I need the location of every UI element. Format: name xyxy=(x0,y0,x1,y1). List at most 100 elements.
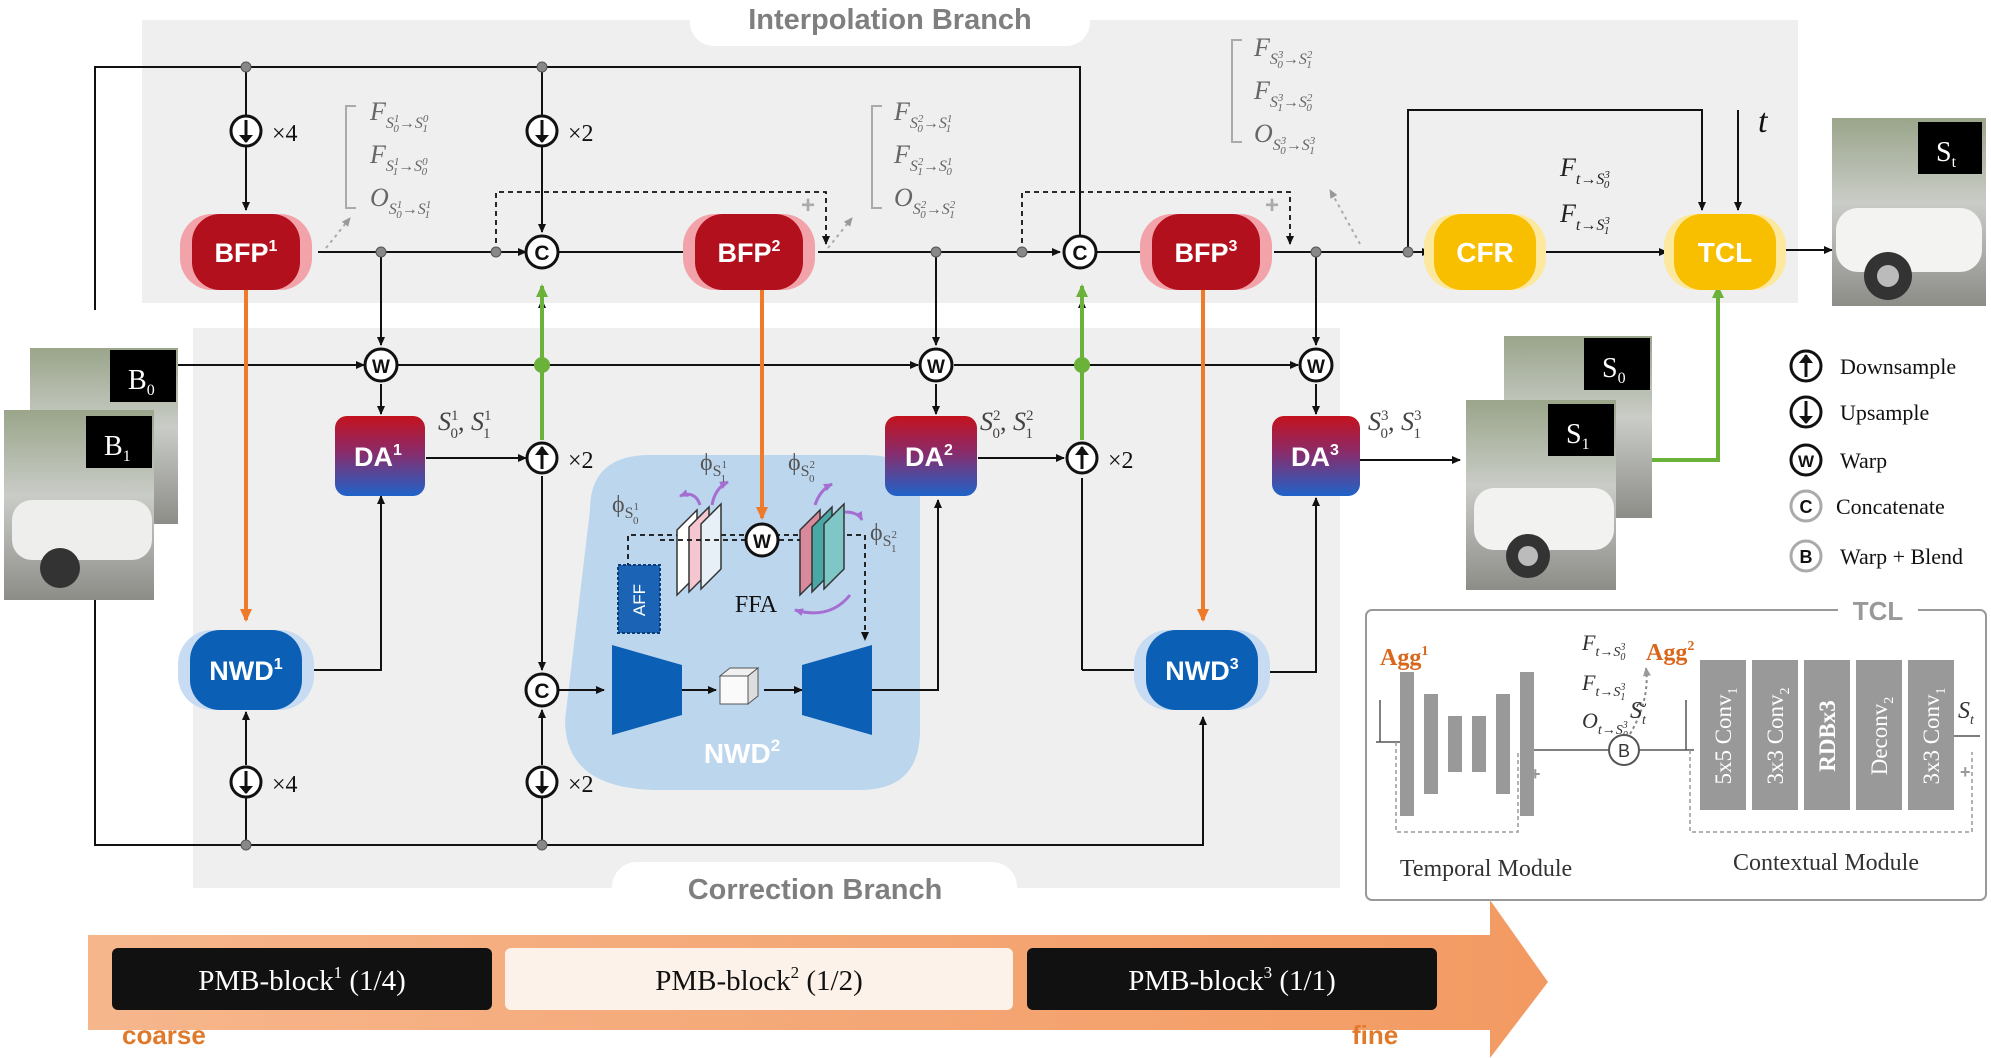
svg-text:Ft→S31: Ft→S31 xyxy=(1581,670,1625,703)
legend-blend-icon: B xyxy=(1789,539,1823,573)
output-frame-st: St xyxy=(1832,118,1986,306)
svg-text:C: C xyxy=(1800,497,1813,517)
svg-text:B: B xyxy=(1800,547,1813,567)
svg-text:BFP2: BFP2 xyxy=(718,238,781,268)
scale-x2-up1: ×2 xyxy=(568,448,594,474)
scale-x4-top: ×4 xyxy=(272,121,298,147)
plus-2: + xyxy=(1265,192,1279,219)
tcl-panel-title: TCL xyxy=(1853,596,1904,626)
svg-text:S1: S1 xyxy=(1566,419,1590,453)
scale-x2-top: ×2 xyxy=(568,121,594,147)
downsample-x2-bottom xyxy=(525,765,559,799)
concat-1: C xyxy=(524,234,560,270)
legend-downsample-icon xyxy=(1789,349,1823,383)
concat-2: C xyxy=(1062,234,1098,270)
blur-frame-b1: B1 xyxy=(4,410,154,600)
legend: Downsample Upsample W Warp C Concatenate… xyxy=(1789,349,1963,573)
svg-text:Ft→S30: Ft→S30 xyxy=(1559,153,1610,191)
svg-text:S0: S0 xyxy=(1602,353,1626,387)
svg-text:AFF: AFF xyxy=(630,584,649,616)
da2-module: DA2 xyxy=(885,416,977,496)
warp-3: W xyxy=(1298,347,1334,383)
svg-text:DA1: DA1 xyxy=(354,442,402,472)
decoder xyxy=(802,645,872,735)
downsample-x4-bottom xyxy=(229,765,263,799)
pmb-arrow: PMB-block1 (1/4) PMB-block2 (1/2) PMB-bl… xyxy=(88,900,1548,1058)
concat-3: C xyxy=(524,672,560,708)
svg-text:Ft→S30: Ft→S30 xyxy=(1581,630,1625,663)
correction-branch-label: Correction Branch xyxy=(688,874,943,906)
tcl-module: TCL xyxy=(1664,214,1786,290)
svg-text:PMB-block1 (1/4): PMB-block1 (1/4) xyxy=(198,963,405,997)
interpolation-branch-label: Interpolation Branch xyxy=(748,4,1032,36)
contextual-layers xyxy=(1700,660,1954,810)
temporal-module-label: Temporal Module xyxy=(1400,856,1572,882)
upsample-x2-2 xyxy=(1065,441,1099,475)
svg-text:NWD1: NWD1 xyxy=(209,656,282,686)
pmb-block-2 xyxy=(505,948,1013,1010)
svg-text:St: St xyxy=(1936,137,1957,171)
tcl-plus-1: + xyxy=(1530,764,1541,784)
scale-x4-bottom: ×4 xyxy=(272,772,298,798)
feature-stack-right xyxy=(799,502,845,597)
legend-warp-blend: Warp + Blend xyxy=(1840,544,1963,569)
plus-1: + xyxy=(801,192,815,219)
agg1-label: Agg1 xyxy=(1380,644,1428,671)
svg-text:CFR: CFR xyxy=(1456,237,1514,268)
bfp1-module: BFP1 xyxy=(180,214,312,290)
encoder xyxy=(612,645,682,735)
agg2-label: Agg2 xyxy=(1646,639,1694,666)
svg-text:Deconv2: Deconv2 xyxy=(1867,697,1897,776)
scale-x2-bottom: ×2 xyxy=(568,772,594,798)
svg-text:BFP3: BFP3 xyxy=(1175,238,1238,268)
svg-text:C: C xyxy=(534,680,549,703)
sharp-frame-s1: S1 xyxy=(1466,400,1616,590)
scale-x2-up2: ×2 xyxy=(1108,448,1134,474)
svg-text:W: W xyxy=(1307,357,1325,378)
nwd2-label: NWD2 xyxy=(704,736,780,769)
tcl-plus-2: + xyxy=(1960,762,1971,782)
svg-text:S10, S11: S10, S11 xyxy=(438,407,491,442)
svg-text:DA2: DA2 xyxy=(905,442,953,472)
bfp2-module: BFP2 xyxy=(683,214,815,290)
svg-text:W: W xyxy=(753,532,771,553)
legend-concat-icon: C xyxy=(1789,489,1823,523)
bottleneck-cube xyxy=(718,666,760,706)
svg-text:W: W xyxy=(1798,452,1815,471)
legend-downsample: Downsample xyxy=(1840,354,1956,379)
aff-block: AFF xyxy=(617,564,661,634)
warp-ffa: W xyxy=(744,522,780,558)
coarse-label: coarse xyxy=(122,1020,206,1050)
svg-text:B0: B0 xyxy=(128,365,155,399)
legend-concatenate: Concatenate xyxy=(1836,494,1945,519)
svg-text:W: W xyxy=(372,357,390,378)
contextual-module-label: Contextual Module xyxy=(1733,850,1919,876)
bfp3-module: BFP3 xyxy=(1140,214,1272,290)
svg-text:PMB-block2 (1/2): PMB-block2 (1/2) xyxy=(655,963,862,997)
svg-text:TCL: TCL xyxy=(1698,237,1752,268)
da1-module: DA1 xyxy=(335,416,425,496)
downsample-x2-top xyxy=(525,114,559,148)
blend-symbol: B xyxy=(1618,741,1630,761)
legend-warp-icon: W xyxy=(1789,443,1823,477)
svg-text:3x3 Conv1: 3x3 Conv1 xyxy=(1919,687,1949,784)
svg-text:DA3: DA3 xyxy=(1291,442,1339,472)
svg-text:~: ~ xyxy=(1636,695,1647,717)
t-input-label: t xyxy=(1758,103,1769,140)
